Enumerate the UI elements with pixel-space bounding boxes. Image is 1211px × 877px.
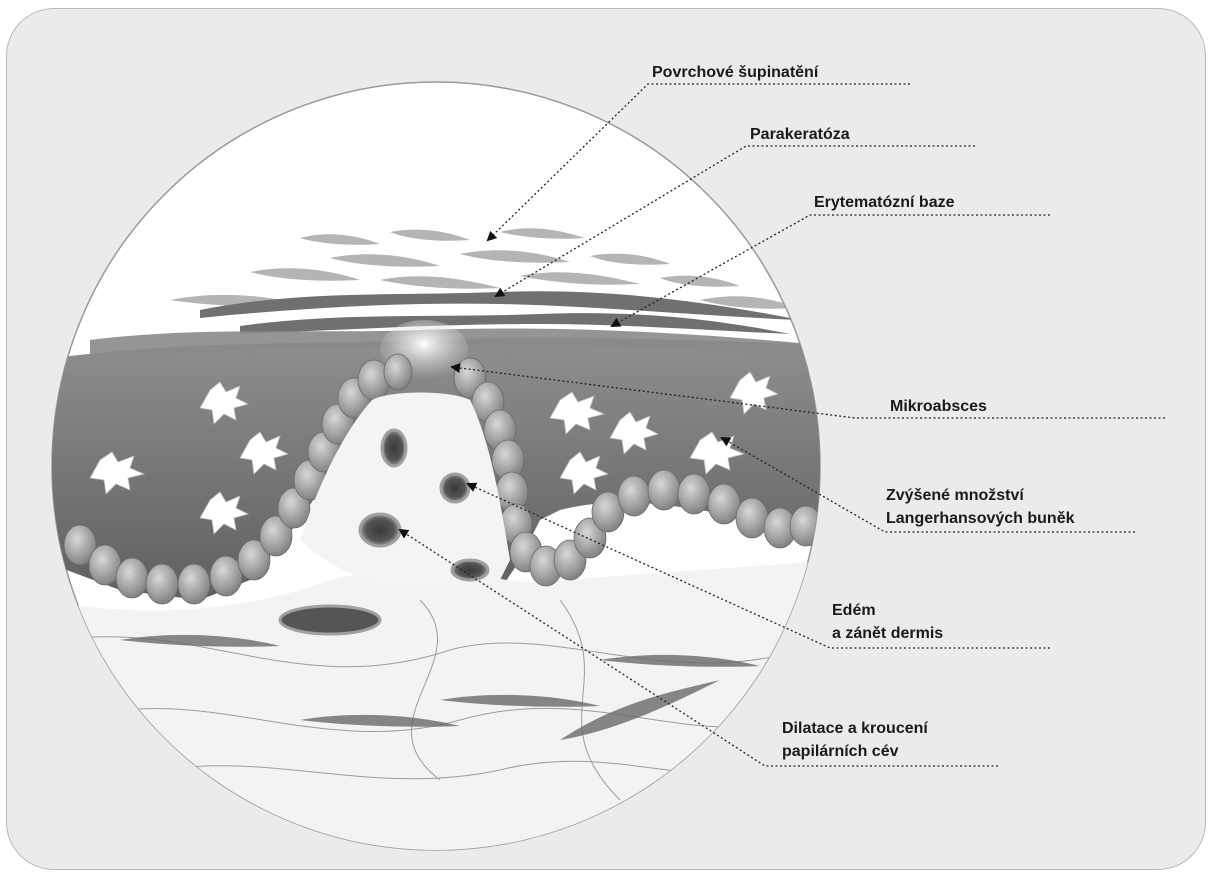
label-parakeratoza: Parakeratóza: [750, 126, 850, 143]
label-edem-line1: Edém: [832, 602, 876, 619]
label-dilatace-line2: papilárních cév: [782, 743, 899, 760]
label-edem-line2: a zánět dermis: [832, 625, 943, 642]
label-langerhans-line1: Zvýšené množství: [886, 487, 1024, 504]
label-povrchove-supinateni: Povrchové šupinatění: [652, 64, 819, 81]
label-dilatace-line1: Dilatace a kroucení: [782, 720, 928, 737]
label-mikroabsces: Mikroabsces: [890, 398, 987, 415]
label-erytematozni-baze: Erytematózní baze: [814, 194, 955, 211]
label-langerhans-line2: Langerhansových buněk: [886, 510, 1075, 527]
